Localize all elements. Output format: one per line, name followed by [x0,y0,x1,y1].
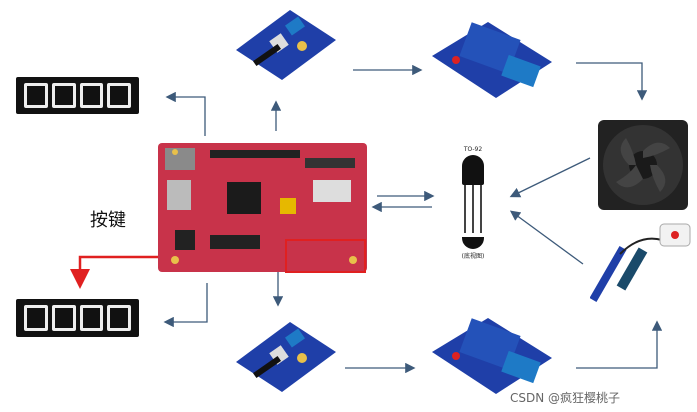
arrow-board-to-bottom-display [163,283,208,328]
arrow-fan-to-sensor [509,157,591,198]
to92-label-top: TO-92 [463,146,483,153]
sensor-module-image [590,223,691,302]
digit [51,83,76,108]
digit [107,83,131,108]
digit [107,305,131,331]
sensor-bottom-view [462,237,484,249]
watermark: CSDN @疯狂樱桃子 [510,391,621,405]
relay-module-bottom [432,318,552,394]
arrow-relay-to-fan [576,62,648,101]
digit [51,305,76,331]
digit [79,83,104,108]
digit [24,83,48,108]
sensor-pin [472,185,474,233]
digit [79,305,104,331]
arrow-module-to-sensor [509,210,584,265]
to92-sensor: TO-92 (底视图) [448,140,498,266]
seven-segment-display-bottom [16,299,139,337]
sensor-pin [464,185,466,233]
seven-segment-display-top [16,77,139,114]
arrow-board-to-top-display [165,91,206,136]
digit [24,305,48,331]
driver-module-top [236,10,336,80]
key-area-highlight [285,239,366,273]
fan-image [598,120,688,210]
driver-module-bottom [236,322,336,392]
key-label: 按键 [90,210,126,231]
to92-label-bottom: (底视图) [461,253,485,260]
relay-module-top [432,22,552,98]
sensor-pin [480,185,482,233]
sensor-body [462,155,484,185]
arrow-relay-to-module [576,320,663,369]
